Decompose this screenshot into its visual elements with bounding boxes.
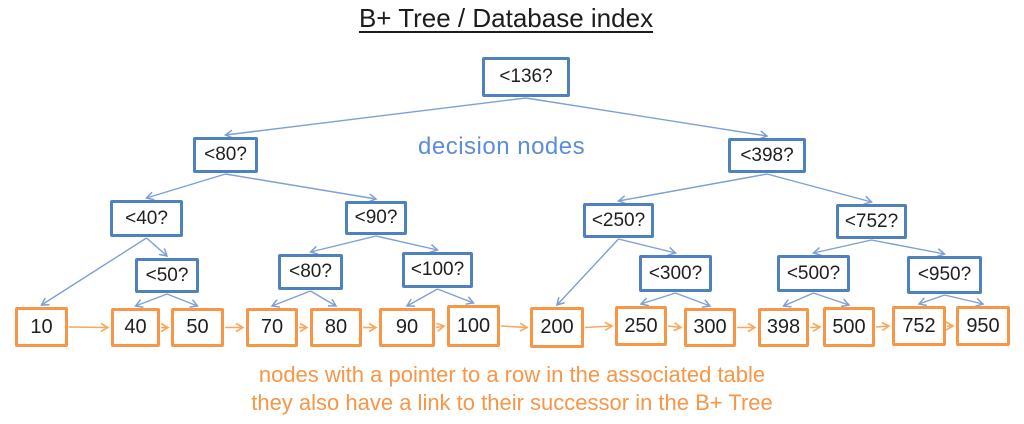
edge-line: [944, 294, 985, 308]
leaf-node-90: 90: [379, 308, 435, 347]
edge-line: [225, 173, 378, 203]
decision-node-40: <40?: [110, 200, 183, 237]
edge-line: [809, 322, 822, 333]
decision-node-950: <950?: [907, 256, 982, 294]
decision-node-500: <500?: [777, 255, 850, 292]
decision-node-100: <100?: [402, 252, 473, 288]
decision-node-752: <752?: [836, 204, 907, 239]
edge-line: [309, 235, 377, 255]
edge-line: [68, 322, 110, 333]
edge-line: [618, 238, 677, 256]
edge-line: [435, 322, 446, 332]
leaf-node-50: 50: [171, 308, 224, 347]
edge-line: [639, 292, 676, 307]
decision-nodes-label: decision nodes: [418, 133, 586, 160]
decision-node-398: <398?: [728, 138, 806, 173]
leaf-note-line1: nodes with a pointer to a row in the ass…: [258, 362, 766, 387]
edge-line: [134, 293, 168, 308]
edge-line: [584, 321, 614, 332]
leaf-node-300: 300: [684, 308, 736, 347]
edge-line: [270, 290, 311, 308]
edge-line: [875, 321, 891, 332]
edge-line: [310, 290, 338, 307]
decision-node-136: <136?: [482, 57, 570, 97]
leaf-node-80: 80: [310, 308, 362, 347]
edge-line: [917, 294, 945, 307]
edge-line: [525, 97, 769, 140]
edge-line: [667, 322, 683, 332]
leaf-node-200: 200: [530, 307, 584, 348]
decision-node-90: <90?: [345, 201, 407, 235]
edge-line: [145, 173, 226, 201]
leaf-node-752: 752: [892, 306, 946, 346]
leaf-node-10: 10: [15, 307, 68, 347]
diagram-title: B+ Tree / Database index: [358, 3, 654, 33]
edge-line: [437, 288, 475, 305]
edge-line: [813, 292, 851, 308]
decision-node-250: <250?: [583, 203, 654, 238]
leaf-node-500: 500: [823, 307, 875, 347]
edge-line: [812, 239, 872, 257]
decision-node-50: <50?: [135, 258, 199, 293]
decision-node-300: <300?: [639, 255, 712, 292]
edge-line: [375, 235, 439, 254]
leaf-node-398: 398: [758, 308, 809, 347]
edge-line: [405, 288, 438, 307]
edge-line: [146, 237, 169, 257]
edge-line: [766, 173, 873, 205]
edge-line: [617, 173, 768, 205]
edge-line: [871, 239, 946, 258]
edge-line: [782, 292, 814, 308]
leaf-note-line2: they also have a link to their successor…: [251, 390, 773, 415]
leaf-node-950: 950: [956, 306, 1010, 346]
leaf-node-70: 70: [246, 308, 298, 347]
edge-line: [40, 237, 147, 306]
decision-node-80a: <80?: [193, 137, 258, 173]
edge-line: [675, 292, 712, 309]
edge-line: [166, 293, 199, 308]
edge-line: [223, 97, 527, 139]
edge-line: [500, 322, 529, 332]
leaf-node-250: 250: [615, 306, 667, 346]
edge-line: [555, 238, 620, 307]
leaf-node-100: 100: [447, 305, 500, 347]
leaf-node-40: 40: [111, 308, 160, 347]
decision-node-80b: <80?: [278, 254, 343, 290]
